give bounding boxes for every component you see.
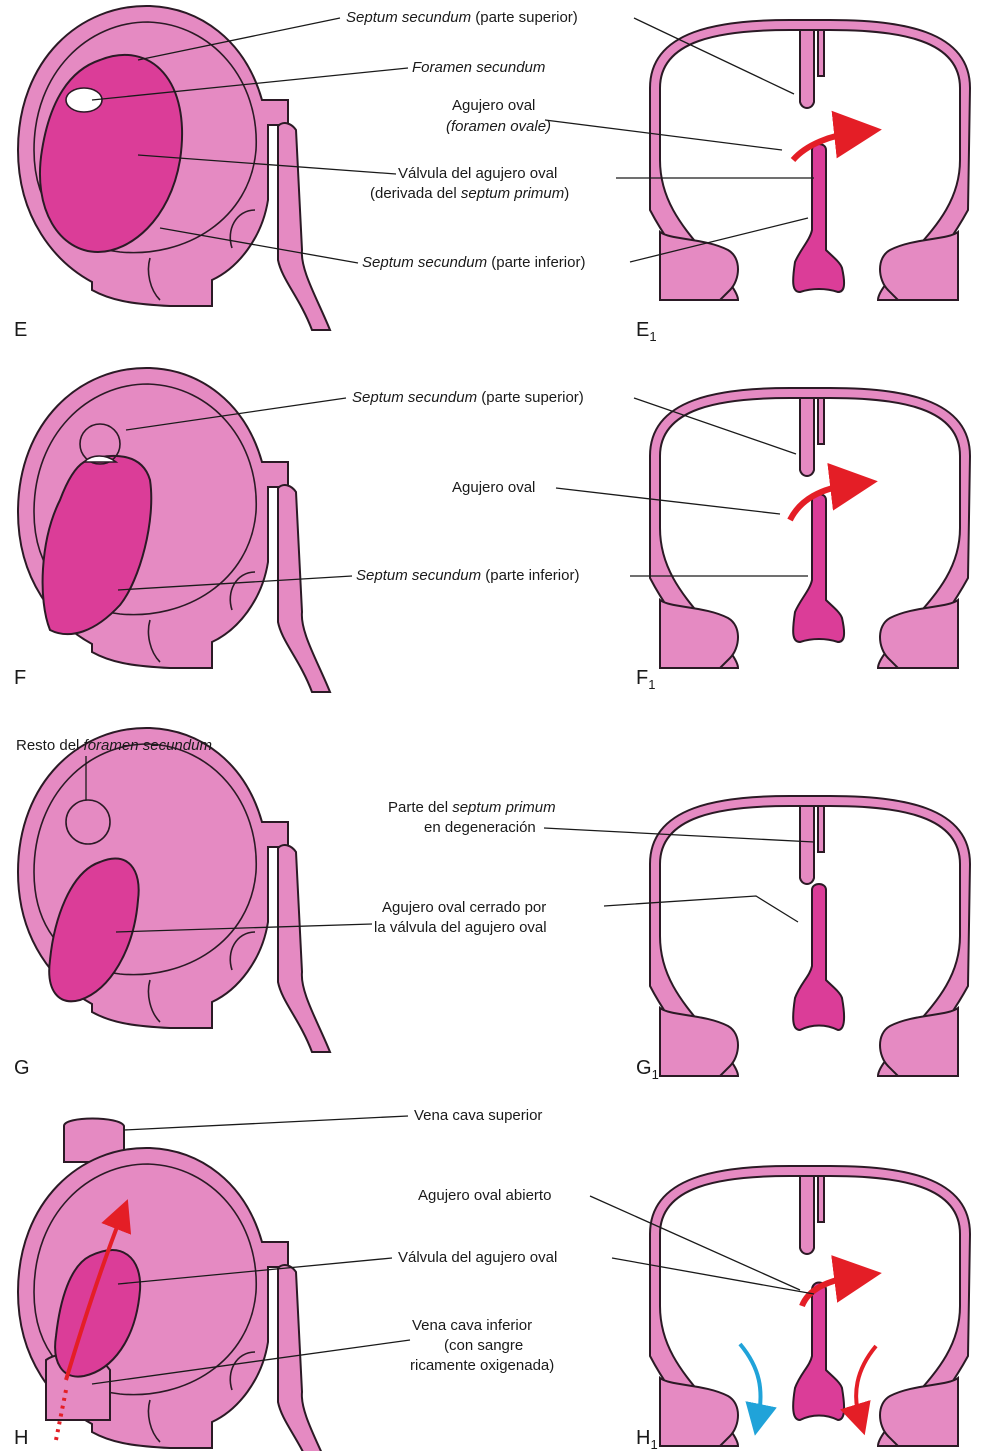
label-foramen-ovale: (foramen ovale): [446, 118, 551, 135]
panel-e-right: [650, 20, 970, 300]
label-valvula: Válvula del agujero oval: [398, 165, 557, 182]
blue-flow-arrow: [740, 1344, 761, 1420]
label-agujero-oval: Agujero oval: [452, 479, 535, 496]
label-resto-foramen: Resto del foramen secundum: [16, 737, 212, 754]
label-valvula: Válvula del agujero oval: [398, 1249, 557, 1266]
label-en-degeneracion: en degeneración: [424, 819, 536, 836]
label-agujero-oval-abierto: Agujero oval abierto: [418, 1187, 551, 1204]
panel-e-left: [18, 6, 330, 330]
panel-label-f: F: [14, 667, 26, 689]
panel-h-left: [18, 1119, 330, 1451]
septum-primum-valve: [793, 884, 844, 1030]
label-vci-2: (con sangre: [444, 1337, 523, 1354]
label-septum-secundum-superior: Septum secundum (parte superior): [346, 9, 578, 26]
label-cerrado-2: la válvula del agujero oval: [374, 919, 547, 936]
label-vena-cava-superior: Vena cava superior: [414, 1107, 542, 1124]
panel-f-left: [18, 368, 330, 692]
label-cerrado-1: Agujero oval cerrado por: [382, 899, 546, 916]
red-flow-arrow-right: [856, 1346, 876, 1420]
panel-g-right: [650, 796, 970, 1076]
panel-label-g: G: [14, 1057, 30, 1079]
label-vci-3: ricamente oxigenada): [410, 1357, 554, 1374]
label-vci-1: Vena cava inferior: [412, 1317, 532, 1334]
panel-label-h1: H1: [636, 1427, 658, 1451]
label-valvula-derivada: (derivada del septum primum): [370, 185, 569, 202]
label-parte-septum-primum: Parte del septum primum: [388, 799, 556, 816]
panel-label-e: E: [14, 319, 27, 341]
panel-label-f1: F1: [636, 667, 655, 692]
label-septum-secundum-inferior: Septum secundum (parte inferior): [362, 254, 585, 271]
label-foramen-secundum: Foramen secundum: [412, 59, 545, 76]
label-agujero-oval: Agujero oval: [452, 97, 535, 114]
red-flow-arrow-upper: [802, 1276, 858, 1306]
panel-h-right: [650, 1166, 970, 1446]
panel-label-h: H: [14, 1427, 28, 1449]
septum-primum-valve: [793, 144, 844, 292]
panel-label-g1: G1: [636, 1057, 659, 1082]
panel-f-right: [650, 388, 970, 668]
septum-primum-valve: [793, 494, 844, 642]
panel-label-e1: E1: [636, 319, 657, 344]
label-septum-secundum-superior: Septum secundum (parte superior): [352, 389, 584, 406]
label-septum-secundum-inferior: Septum secundum (parte inferior): [356, 567, 579, 584]
panel-g-left: [18, 728, 330, 1052]
